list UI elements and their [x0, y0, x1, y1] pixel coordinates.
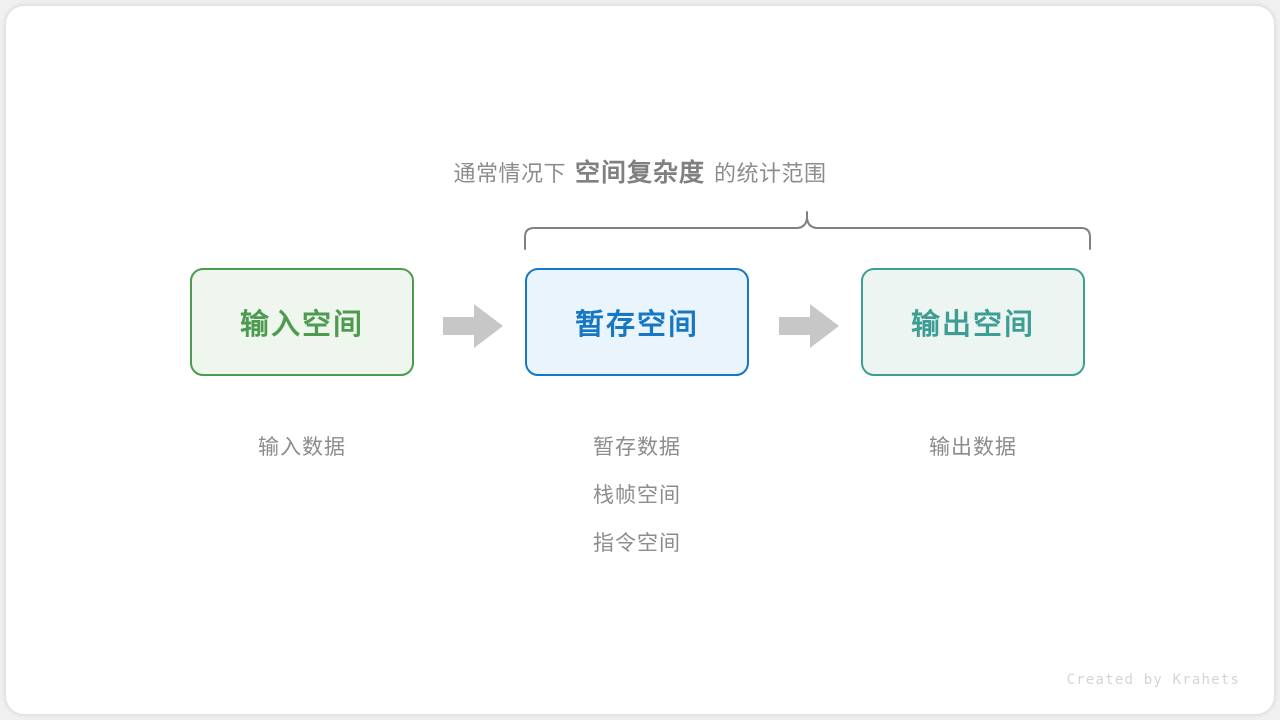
box-output-space-label: 输出空间: [910, 309, 1035, 341]
caption-text: 输出数据: [929, 436, 1017, 459]
caption-text: 输入数据: [258, 436, 346, 459]
title-suffix: 的统计范围: [714, 161, 827, 186]
diagram-card: 通常情况下空间复杂度的统计范围 输入空间 暂存空间 输出空间 输入数据 暂存数据: [6, 6, 1274, 714]
box-input-space-label: 输入空间: [239, 309, 364, 341]
title-emphasis: 空间复杂度: [574, 159, 705, 187]
box-temp-space[interactable]: 暂存空间: [525, 268, 749, 376]
caption-text: 暂存数据: [593, 436, 681, 459]
caption-temp-column: 暂存数据 栈帧空间 指令空间: [487, 424, 787, 568]
caption-text: 栈帧空间: [593, 484, 681, 507]
caption-output-column: 输出数据: [823, 424, 1123, 472]
caption-input-column: 输入数据: [152, 424, 452, 472]
credit-text: Created by Krahets: [1066, 672, 1240, 688]
diagram-title: 通常情况下空间复杂度的统计范围: [6, 152, 1274, 198]
caption-text: 指令空间: [593, 532, 681, 555]
box-output-space[interactable]: 输出空间: [861, 268, 1085, 376]
box-input-space[interactable]: 输入空间: [190, 268, 414, 376]
arrow-right-icon-input-to-temp: [443, 304, 503, 348]
title-prefix: 通常情况下: [453, 161, 566, 186]
box-temp-space-label: 暂存空间: [574, 309, 699, 341]
arrow-right-icon-temp-to-output: [779, 304, 839, 348]
